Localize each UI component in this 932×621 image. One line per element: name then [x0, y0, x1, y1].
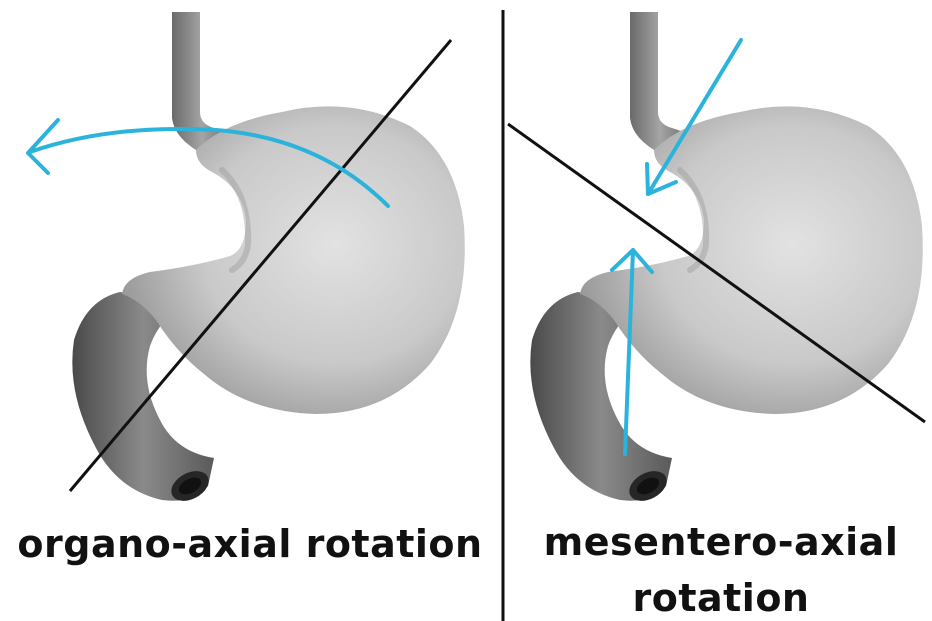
stomach-illustration-right	[530, 12, 922, 507]
caption-right-line2: rotation	[510, 570, 932, 621]
left-panel	[28, 12, 465, 507]
caption-right-line1: mesentero-axial	[510, 514, 932, 570]
caption-left-line1: organo-axial rotation	[0, 516, 500, 572]
right-panel	[508, 12, 925, 507]
caption-organo-axial: organo-axial rotation	[0, 516, 500, 572]
stomach-illustration-left	[72, 12, 464, 507]
caption-mesentero-axial: mesentero-axial rotation	[510, 514, 932, 621]
